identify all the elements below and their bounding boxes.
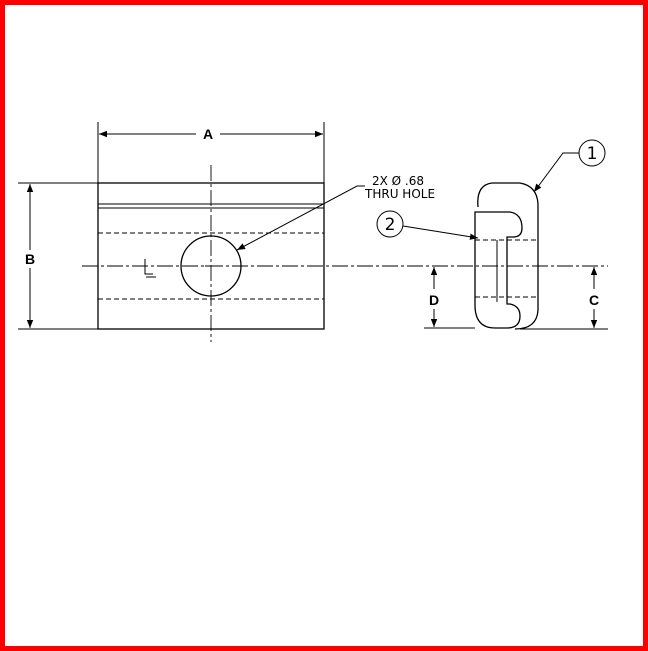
balloon-1-leader: [533, 152, 579, 193]
side-view-top-hook: [477, 182, 539, 330]
side-view-outer-profile: [474, 211, 523, 329]
dimension-c: C: [520, 267, 608, 330]
dimension-b: B: [18, 182, 98, 330]
side-view: [474, 182, 539, 330]
dim-d-label: D: [429, 292, 439, 308]
section-symbol-icon: [144, 259, 156, 278]
dim-a-label: A: [203, 126, 213, 142]
dimension-d: D: [424, 267, 475, 329]
hole-leader-line: [236, 185, 365, 251]
balloon-1-label: 1: [587, 144, 598, 164]
balloon-2: 2: [376, 210, 479, 240]
hole-note-line2: THRU HOLE: [364, 187, 435, 201]
balloon-1: 1: [533, 139, 606, 193]
balloon-2-label: 2: [385, 215, 396, 235]
dim-b-label: B: [25, 251, 35, 267]
balloon-2-circle: [376, 210, 404, 238]
hole-callout: 2X Ø .68 THRU HOLE: [236, 174, 435, 251]
hole-note-line1: 2X Ø .68: [372, 174, 424, 188]
front-view: [82, 165, 608, 342]
dimension-a: A: [97, 122, 325, 183]
dim-c-label: C: [589, 292, 599, 308]
balloon-2-leader: [402, 225, 479, 240]
